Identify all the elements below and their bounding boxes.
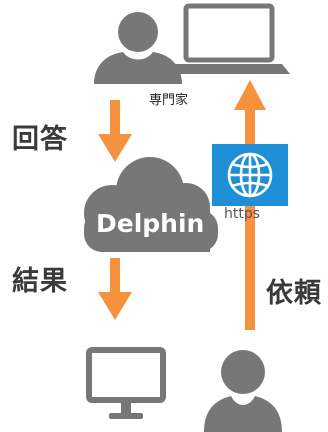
request-label: 依頼: [266, 278, 322, 309]
request-arrow: [234, 80, 266, 330]
answer-arrow: [98, 100, 132, 162]
expert-label: 専門家: [149, 93, 189, 108]
result-arrow: [98, 258, 132, 320]
expert-person-icon: [94, 12, 182, 84]
cloud-icon: [84, 157, 218, 252]
laptop-icon: [168, 3, 290, 74]
result-label: 結果: [12, 266, 68, 297]
protocol-label: https: [224, 206, 261, 222]
service-name: Delphin: [96, 209, 205, 238]
globe-icon: [212, 144, 288, 206]
monitor-icon: [86, 347, 166, 419]
answer-label: 回答: [12, 124, 68, 155]
requester-person-icon: [204, 350, 282, 432]
